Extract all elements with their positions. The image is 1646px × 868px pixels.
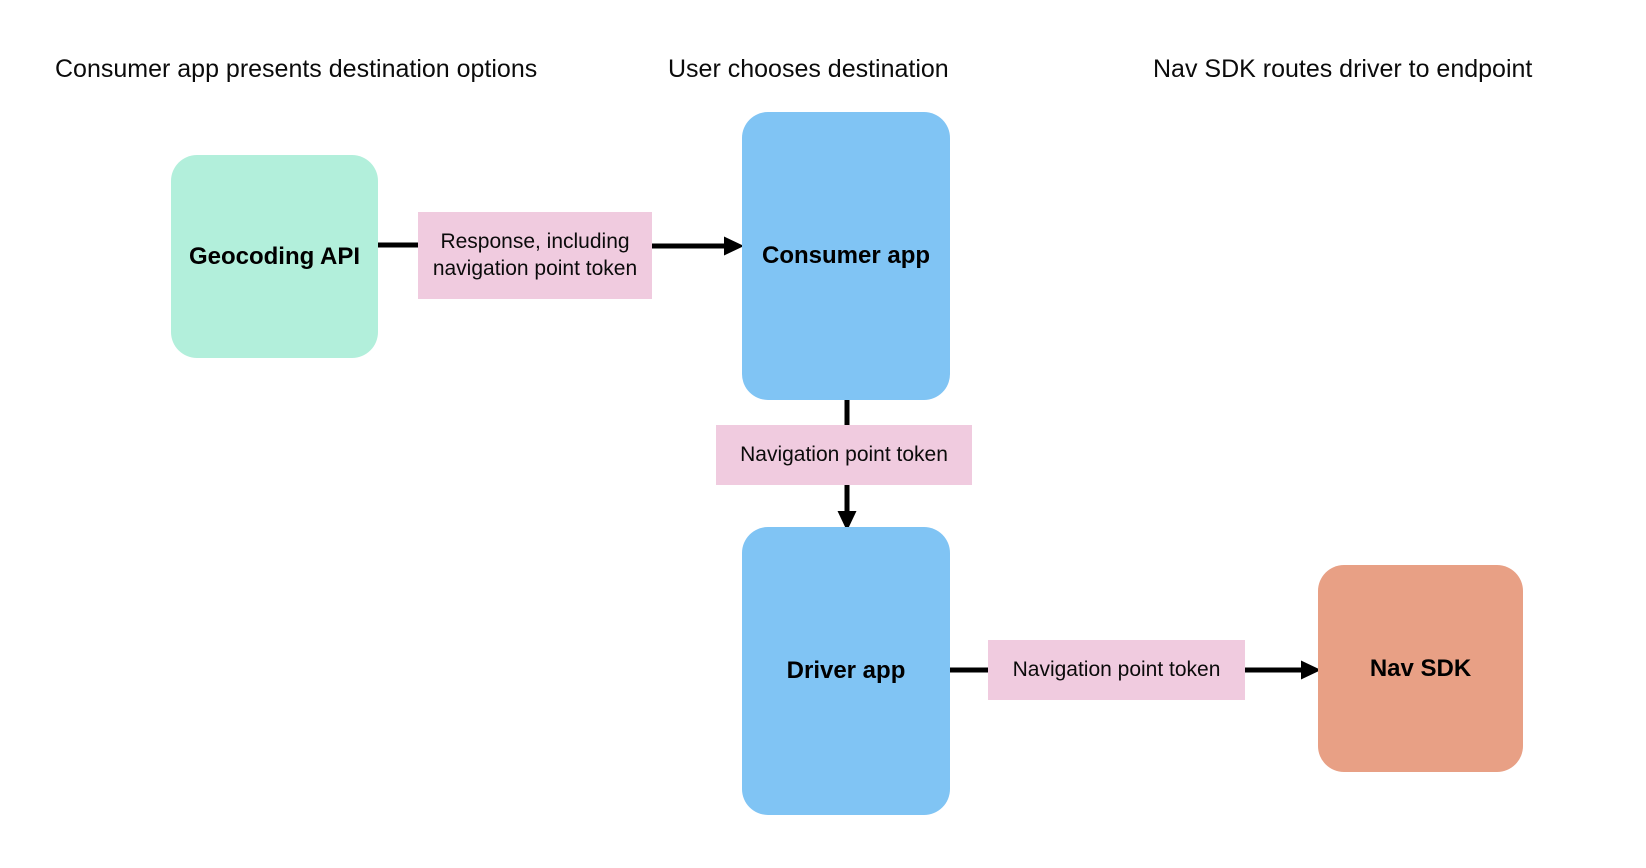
column-header-user-chooses: User chooses destination: [668, 55, 949, 83]
edge-label-response-including-nav-token: Response, including navigation point tok…: [418, 212, 652, 299]
connector-driver-app-to-nav-chip: [946, 660, 994, 680]
edge-label-nav-token-vertical: Navigation point token: [716, 425, 972, 485]
node-consumer-app[interactable]: Consumer app: [742, 112, 950, 400]
connector-response-chip-to-consumer-app: [648, 235, 748, 257]
edge-label-nav-token-vertical-text: Navigation point token: [740, 442, 948, 466]
node-geocoding-api-label: Geocoding API: [188, 242, 361, 270]
node-nav-sdk[interactable]: Nav SDK: [1318, 565, 1523, 772]
node-nav-sdk-label: Nav SDK: [1369, 654, 1472, 682]
edge-label-nav-token-horizontal-text: Navigation point token: [1012, 657, 1221, 681]
column-header-nav-sdk: Nav SDK routes driver to endpoint: [1153, 55, 1533, 83]
connector-geocoding-to-response-chip: [374, 235, 424, 255]
edge-label-response-text: Response, including navigation point tok…: [432, 229, 638, 280]
node-driver-app-label: Driver app: [786, 657, 906, 685]
column-header-consumer-app: Consumer app presents destination option…: [55, 55, 538, 83]
node-geocoding-api[interactable]: Geocoding API: [171, 155, 378, 358]
connector-nav-chip-to-nav-sdk: [1241, 660, 1325, 682]
edge-label-nav-token-horizontal: Navigation point token: [988, 640, 1245, 700]
node-driver-app[interactable]: Driver app: [742, 527, 950, 815]
connector-nav-chip-to-driver-app: [836, 481, 858, 533]
node-consumer-app-label: Consumer app: [761, 242, 931, 270]
